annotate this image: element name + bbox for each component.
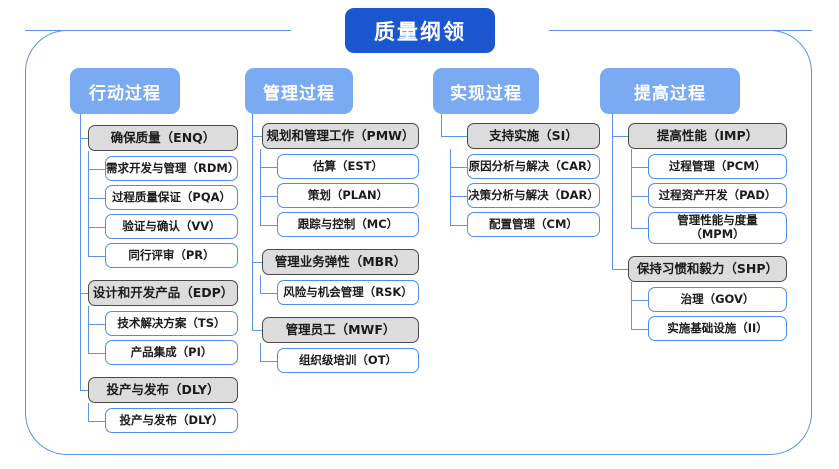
connector-trunk-stub-1-2 <box>80 293 88 295</box>
column-header-3: 实现过程 <box>433 68 539 114</box>
connector-item-stub-4-1-1 <box>631 167 648 169</box>
item-box-4-2-2[interactable]: 实施基础设施（II） <box>648 316 787 341</box>
item-box-3-1-2[interactable]: 决策分析与解决（DAR） <box>467 183 600 208</box>
item-box-1-2-1[interactable]: 技术解决方案（TS） <box>105 311 238 336</box>
connector-subtrunk-2-2 <box>260 275 262 293</box>
connector-item-stub-2-1-2 <box>260 196 277 198</box>
connector-item-stub-4-1-3 <box>631 228 648 230</box>
group-box-1-2[interactable]: 设计和开发产品（EDP） <box>88 280 238 306</box>
item-box-4-1-2[interactable]: 过程资产开发（PAD） <box>648 183 787 208</box>
group-box-1-1[interactable]: 确保质量（ENQ） <box>88 125 238 151</box>
connector-item-stub-3-1-1 <box>450 167 467 169</box>
connector-trunk-stub-3-1 <box>441 136 467 138</box>
connector-trunk-stub-1-3 <box>80 390 88 392</box>
item-box-1-1-3[interactable]: 验证与确认（VV） <box>105 214 238 239</box>
connector-trunk-stub-2-1 <box>252 136 262 138</box>
connector-item-stub-1-2-1 <box>88 324 105 326</box>
diagram-title: 质量纲领 <box>345 8 495 53</box>
connector-item-stub-3-1-2 <box>450 196 467 198</box>
frame-gap-left <box>290 24 348 38</box>
connector-trunk-1 <box>80 114 82 390</box>
connector-subtrunk-2-3 <box>260 343 262 361</box>
group-box-2-1[interactable]: 规划和管理工作（PMW） <box>262 123 419 149</box>
item-box-3-1-3[interactable]: 配置管理（CM） <box>467 212 600 237</box>
connector-trunk-stub-2-2 <box>252 262 262 264</box>
item-box-1-1-2[interactable]: 过程质量保证（PQA） <box>105 185 238 210</box>
connector-item-stub-2-1-1 <box>260 167 277 169</box>
column-header-4: 提高过程 <box>600 68 740 114</box>
item-box-2-3-1[interactable]: 组织级培训（OT） <box>277 348 419 373</box>
connector-subtrunk-3-1 <box>450 149 452 225</box>
connector-item-stub-1-3-1 <box>88 421 105 423</box>
connector-subtrunk-1-2 <box>88 306 90 353</box>
connector-trunk-stub-4-2 <box>612 269 628 271</box>
connector-item-stub-1-1-3 <box>88 227 105 229</box>
item-box-1-2-2[interactable]: 产品集成（PI） <box>105 340 238 365</box>
connector-item-stub-2-2-1 <box>260 293 277 295</box>
item-box-4-1-3[interactable]: 管理性能与度量（MPM） <box>648 212 787 244</box>
group-box-2-2[interactable]: 管理业务弹性（MBR） <box>262 249 419 275</box>
item-box-4-2-1[interactable]: 治理（GOV） <box>648 287 787 312</box>
connector-trunk-stub-1-1 <box>80 138 88 140</box>
item-box-1-3-1[interactable]: 投产与发布（DLY） <box>105 408 238 433</box>
connector-trunk-3 <box>441 114 443 136</box>
connector-trunk-4 <box>612 114 614 269</box>
item-box-3-1-1[interactable]: 原因分析与解决（CAR） <box>467 154 600 179</box>
item-box-2-2-1[interactable]: 风险与机会管理（RSK） <box>277 280 419 305</box>
item-box-4-1-1[interactable]: 过程管理（PCM） <box>648 154 787 179</box>
group-box-4-2[interactable]: 保持习惯和毅力（SHP） <box>628 256 787 282</box>
frame-gap-right <box>492 24 550 38</box>
connector-subtrunk-4-2 <box>631 282 633 329</box>
item-box-2-1-2[interactable]: 策划（PLAN） <box>277 183 419 208</box>
connector-item-stub-4-2-2 <box>631 329 648 331</box>
group-box-2-3[interactable]: 管理员工（MWF） <box>262 317 419 343</box>
connector-trunk-stub-4-1 <box>612 136 628 138</box>
connector-item-stub-2-3-1 <box>260 361 277 363</box>
frame-top-left-rule <box>25 30 291 32</box>
connector-item-stub-1-1-2 <box>88 198 105 200</box>
connector-item-stub-3-1-3 <box>450 225 467 227</box>
connector-item-stub-1-1-4 <box>88 256 105 258</box>
group-box-3-1[interactable]: 支持实施（SI） <box>467 123 600 149</box>
connector-subtrunk-2-1 <box>260 149 262 225</box>
connector-item-stub-4-2-1 <box>631 300 648 302</box>
column-header-2: 管理过程 <box>245 68 353 114</box>
column-header-1: 行动过程 <box>70 68 180 114</box>
item-box-1-1-4[interactable]: 同行评审（PR） <box>105 243 238 268</box>
connector-item-stub-1-1-1 <box>88 169 105 171</box>
connector-subtrunk-1-3 <box>88 403 90 421</box>
item-box-2-1-1[interactable]: 估算（EST） <box>277 154 419 179</box>
group-box-4-1[interactable]: 提高性能（IMP） <box>628 123 787 149</box>
group-box-1-3[interactable]: 投产与发布（DLY） <box>88 377 238 403</box>
connector-trunk-2 <box>252 114 254 330</box>
connector-item-stub-2-1-3 <box>260 225 277 227</box>
connector-subtrunk-1-1 <box>88 151 90 256</box>
connector-item-stub-4-1-2 <box>631 196 648 198</box>
connector-subtrunk-4-1 <box>631 149 633 228</box>
frame-top-right-rule <box>549 30 812 32</box>
item-box-1-1-1[interactable]: 需求开发与管理（RDM） <box>105 156 239 181</box>
connector-item-stub-1-2-2 <box>88 353 105 355</box>
item-box-2-1-3[interactable]: 跟踪与控制（MC） <box>277 212 419 237</box>
connector-trunk-stub-2-3 <box>252 330 262 332</box>
